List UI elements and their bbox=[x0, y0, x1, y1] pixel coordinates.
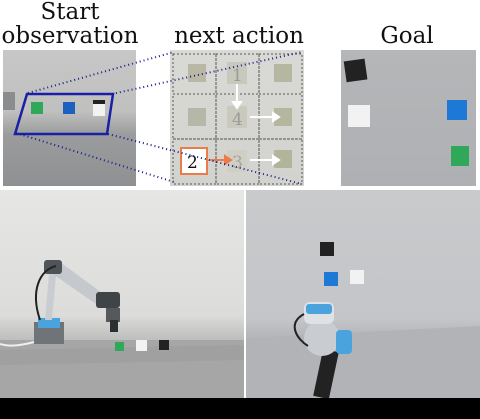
black-cube bbox=[343, 58, 368, 83]
start-observation-title-line2: observation bbox=[1, 23, 139, 49]
white-cube bbox=[136, 340, 147, 351]
black-cube bbox=[159, 340, 169, 350]
next-action-title: next action bbox=[174, 23, 304, 49]
robot-joint-blue bbox=[336, 330, 352, 354]
robot-link bbox=[45, 274, 56, 320]
faded-cube bbox=[188, 64, 206, 82]
grid-lines bbox=[172, 53, 303, 185]
black-cube bbox=[320, 242, 334, 256]
robot-base bbox=[3, 92, 15, 110]
robot-link bbox=[47, 262, 106, 304]
robot-arm-top-scene bbox=[246, 242, 480, 398]
goal-scene bbox=[343, 58, 469, 166]
robot-wrist bbox=[106, 308, 120, 322]
faded-cube bbox=[274, 64, 292, 82]
selection-box bbox=[13, 92, 115, 136]
gripper bbox=[110, 320, 118, 332]
highlight-arrow-icon bbox=[209, 154, 233, 166]
green-cube bbox=[451, 146, 469, 166]
faded-cube bbox=[274, 108, 292, 126]
blue-cube bbox=[447, 100, 467, 120]
start-observation-scene bbox=[3, 92, 115, 136]
grid-number-3: 3 bbox=[232, 153, 243, 173]
robot-wrist bbox=[304, 320, 340, 356]
start-observation-title-line1: Start bbox=[40, 0, 100, 25]
white-cube bbox=[348, 105, 370, 127]
robot-arm-photo-top bbox=[246, 190, 480, 398]
goal-image bbox=[341, 50, 476, 186]
grid-number-4: 4 bbox=[232, 110, 243, 130]
white-cube bbox=[350, 270, 364, 284]
white-cube bbox=[93, 104, 105, 116]
black-cube bbox=[93, 100, 105, 104]
blue-cube bbox=[63, 102, 75, 114]
faded-cube bbox=[274, 150, 292, 168]
grid-number-2: 2 bbox=[187, 153, 198, 173]
highlight-cell bbox=[180, 147, 208, 175]
robot-joint-blue bbox=[38, 318, 60, 328]
faded-cube bbox=[188, 108, 206, 126]
green-cube bbox=[115, 342, 124, 351]
goal-title: Goal bbox=[380, 23, 434, 49]
bottom-bar bbox=[0, 398, 480, 419]
robot-joint bbox=[96, 292, 120, 308]
green-cube bbox=[31, 102, 43, 114]
next-action-grid-image: 1 4 3 2 bbox=[170, 50, 304, 186]
faded-cube bbox=[227, 106, 247, 128]
grid-number-1: 1 bbox=[232, 66, 243, 86]
robot-joint-blue bbox=[306, 304, 332, 314]
robot-arm-scene bbox=[0, 260, 244, 398]
arrow-icons bbox=[231, 84, 281, 166]
robot-link bbox=[313, 348, 339, 398]
next-action-grid: 1 4 3 2 bbox=[172, 53, 303, 185]
robot-arm-photo-side bbox=[0, 190, 244, 398]
faded-cube bbox=[227, 62, 247, 84]
blue-cube bbox=[324, 272, 338, 286]
start-observation-image bbox=[3, 50, 136, 186]
